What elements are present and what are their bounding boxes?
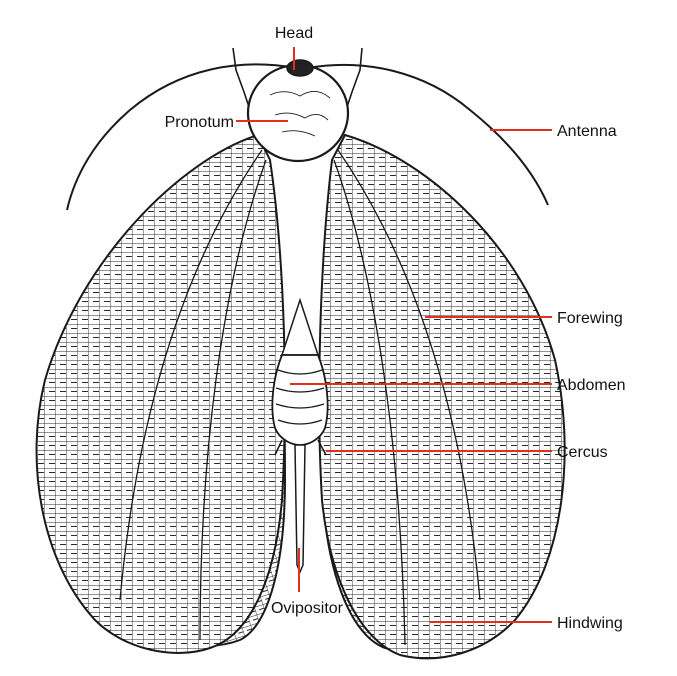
label-cercus: Cercus [557,444,608,461]
pronotum-texture [269,91,331,137]
right-forewing [318,133,566,660]
ovipositor-body [294,444,306,574]
left-antenna-base [232,47,251,111]
abdomen-segment [275,387,325,393]
pronotum-shape [246,63,350,163]
abdomen-segment [277,419,323,425]
label-forewing: Forewing [557,310,623,327]
body [271,297,329,574]
forewings [35,133,566,660]
head-and-pronotum [246,59,350,163]
right-forewing-vein [337,149,481,601]
right-antenna-base [345,47,363,111]
abdomen-segment [275,403,325,409]
labels: Head Pronotum Antenna Forewing Abdomen C… [165,25,626,632]
label-antenna: Antenna [557,123,617,140]
label-abdomen: Abdomen [557,377,626,394]
left-cercus [274,439,283,456]
left-forewing-vein-2 [199,159,267,641]
antennae [66,47,549,211]
left-forewing [35,133,286,654]
label-pronotum: Pronotum [165,114,234,131]
label-ovipositor: Ovipositor [271,600,344,617]
left-forewing-vein [119,149,263,601]
abdomen-body [271,354,329,446]
right-cercus [317,439,327,456]
right-antenna [307,63,549,206]
label-hindwing: Hindwing [557,615,623,632]
right-forewing-vein-2 [333,159,406,646]
leader-lines [236,47,552,623]
label-head: Head [275,25,313,42]
left-antenna [66,63,297,211]
abdomen-segment [277,369,323,375]
head-shape [286,59,314,77]
thorax-triangle [280,297,320,356]
